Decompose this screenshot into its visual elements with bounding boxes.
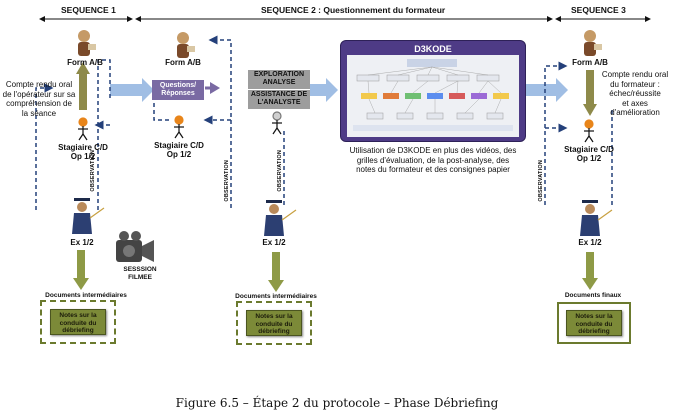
figure-caption: Figure 6.5 – Étape 2 du protocole – Phas… [175,396,499,410]
observation-label-1: OBSERVATION [90,150,96,192]
d3kode-screenshot [347,55,519,137]
documents-frame-2 [236,301,312,345]
form-ab-label-3: Form A/B [572,58,608,67]
stagiaire-figure-3 [584,119,594,143]
documents-frame-3 [557,302,631,344]
stagiaire-label-3: Stagiaire C/D Op 1/2 [564,145,614,163]
documents-intermediaires-label-1: Documents intermédiaires [45,292,127,299]
d3kode-description: Utilisation de D3KODE en plus des vidéos… [349,146,517,174]
formateur-figure-3 [584,30,602,56]
stagiaire-figure-1 [78,117,88,141]
note-debriefing-1: Notes sur la conduite du débriefing [50,309,106,335]
expert-figure-2 [264,200,297,236]
compte-rendu-operateur: Compte rendu oral de l'opérateur sur sa … [2,80,76,118]
expert-label-3: Ex 1/2 [578,238,602,247]
stagiaire-label-1: Stagiaire C/D Op 1/2 [58,143,108,161]
documents-frame-1 [40,300,116,344]
questions-reponses-box: Questions/ Réponses [152,80,204,100]
d3kode-title: D3KODE [414,44,452,54]
expert-figure-1 [72,198,105,234]
sequence-3-label: SEQUENCE 3 [568,5,629,15]
blue-arrow-3 [526,78,568,102]
blue-arrow-1 [110,78,154,102]
formateur-figure-1 [78,30,96,56]
stagiaire-label-2: Stagiaire C/D Op 1/2 [154,141,204,159]
assistance-analyste-box: ASSISTANCE DE L'ANALYSTE [248,90,310,109]
formateur-figure-2 [177,32,195,58]
expert-label-2: Ex 1/2 [262,238,286,247]
camera-icon [116,231,154,262]
session-filmee-label: SESSSION FILMEE [123,266,157,281]
note-debriefing-3: Notes sur la conduite du débriefing [566,310,622,336]
sequence-1-label: SEQUENCE 1 [58,5,119,15]
documents-finaux-label: Documents finaux [564,292,622,299]
note-debriefing-2: Notes sur la conduite du débriefing [246,310,302,336]
observation-label-2b: OBSERVATION [277,150,283,192]
expert-label-1: Ex 1/2 [70,238,94,247]
stagiaire-figure-2 [174,115,184,139]
compte-rendu-formateur: Compte rendu oral du formateur : échec/r… [601,70,669,117]
exploration-analyse-box: EXPLORATION ANALYSE [248,70,310,89]
documents-intermediaires-label-2: Documents intermédiaires [235,293,317,300]
observation-label-2a: OBSERVATION [224,160,230,202]
form-ab-label-1: Form A/B [67,58,103,67]
expert-figure-3 [580,200,613,236]
d3kode-panel: D3KODE [340,40,526,142]
stagiaire-figure-extra [272,111,282,135]
d3kode-diagram-thumbnail [353,59,513,131]
blue-arrow-2 [310,78,338,102]
sequence-2-label: SEQUENCE 2 : Questionnement du formateur [258,5,449,15]
form-ab-label-2: Form A/B [165,58,201,67]
observation-label-3: OBSERVATION [538,160,544,202]
